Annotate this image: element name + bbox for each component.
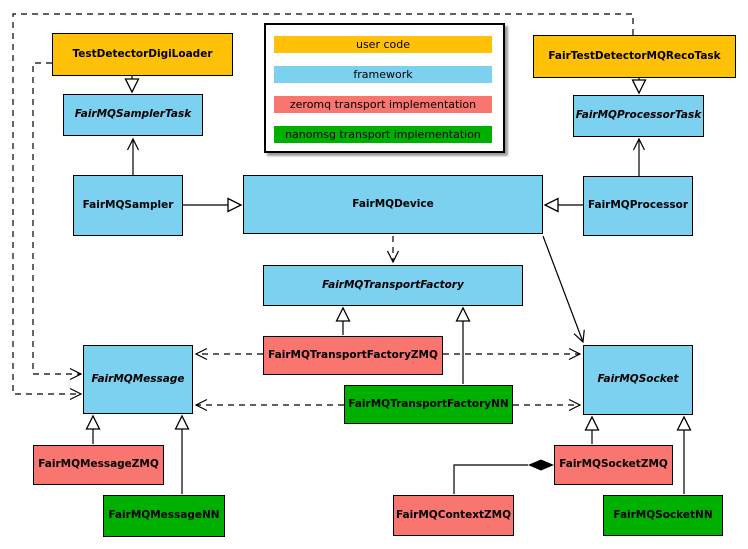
class-label: FairMQContextZMQ (395, 508, 512, 521)
dependency-arrow-digiloader-message (32, 62, 83, 381)
legend: user code framework zeromq transport imp… (264, 23, 505, 153)
legend-label: zeromq transport implementation (289, 98, 477, 111)
class-label: FairMQMessageNN (108, 509, 220, 522)
class-label: FairMQTransportFactoryZMQ (268, 348, 438, 361)
legend-label: nanomsg transport implementation (285, 128, 481, 141)
class-box-fairmqsocket: FairMQSocket (583, 345, 693, 415)
class-label: FairMQProcessorTask (575, 109, 702, 122)
class-label: FairMQMessageZMQ (38, 458, 159, 471)
class-box-fairmqsampler: FairMQSampler (73, 175, 183, 236)
class-label: FairMQSocketZMQ (559, 458, 668, 471)
class-label: FairMQSampler (82, 198, 174, 211)
legend-item-framework: framework (274, 66, 492, 83)
class-box-fairmqmessage: FairMQMessage (83, 345, 193, 414)
composition-diamond-icon (528, 459, 554, 471)
composition-line-socketzmq-contextzmq (453, 464, 528, 494)
class-label: FairTestDetectorMQRecoTask (548, 49, 721, 62)
legend-item-zeromq: zeromq transport implementation (274, 96, 492, 113)
class-box-fairmqmessagenn: FairMQMessageNN (103, 495, 225, 537)
class-label: TestDetectorDigiLoader (72, 47, 213, 60)
legend-label: user code (355, 38, 411, 51)
class-box-testdetectordigiloader: TestDetectorDigiLoader (52, 33, 233, 76)
class-box-fairmqprocessor: FairMQProcessor (583, 176, 693, 236)
class-box-fairmqprocessortask: FairMQProcessorTask (573, 95, 704, 137)
class-box-fairmqmessagezmq: FairMQMessageZMQ (33, 445, 164, 485)
legend-label: framework (353, 68, 413, 81)
class-label: FairMQDevice (352, 197, 434, 210)
legend-item-user-code: user code (274, 36, 492, 53)
class-box-fairmqdevice: FairMQDevice (243, 175, 543, 234)
legend-item-nanomsg: nanomsg transport implementation (274, 126, 492, 143)
class-box-fairmqtransportfactoryzmq: FairMQTransportFactoryZMQ (263, 336, 443, 375)
class-box-fairmqcontextzmq: FairMQContextZMQ (393, 495, 514, 536)
dependency-arrow-recotask-message (12, 13, 634, 401)
class-label: FairMQTransportFactory (322, 278, 464, 291)
class-label: FairMQTransportFactoryNN (348, 397, 509, 410)
class-box-fairmqtransportfactory: FairMQTransportFactory (263, 265, 523, 306)
class-box-fairmqsamplertask: FairMQSamplerTask (63, 94, 203, 136)
class-label: FairMQMessage (91, 372, 185, 385)
association-arrow-device-socket (542, 235, 585, 344)
class-box-fairmqsocketzmq: FairMQSocketZMQ (554, 445, 673, 485)
class-box-fairmqsocketnn: FairMQSocketNN (603, 495, 723, 536)
class-box-fairtestdetectormqrecotask: FairTestDetectorMQRecoTask (533, 35, 736, 78)
class-label: FairMQSocketNN (613, 508, 713, 521)
class-box-fairmqtransportfactorynn: FairMQTransportFactoryNN (344, 385, 513, 424)
class-label: FairMQSamplerTask (74, 108, 192, 121)
class-label: FairMQProcessor (587, 199, 689, 212)
class-label: FairMQSocket (597, 373, 679, 386)
